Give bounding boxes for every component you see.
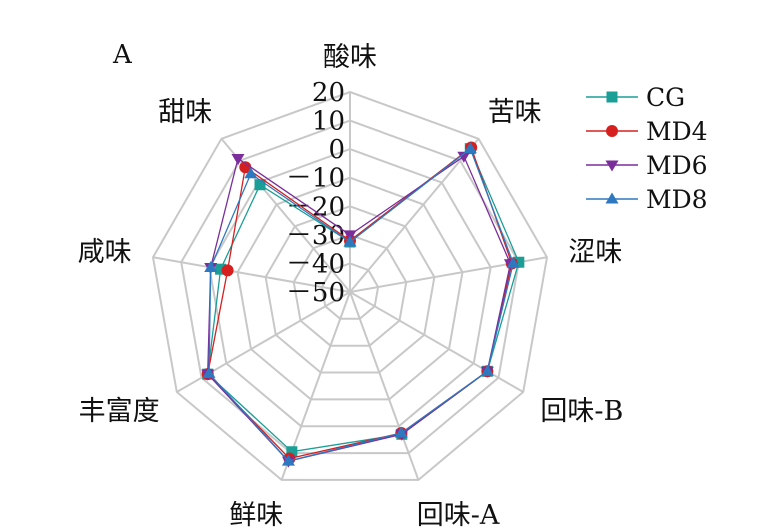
grid-spoke [152, 256, 351, 293]
tick-label: －50 [286, 278, 345, 308]
data-point [606, 125, 618, 137]
data-point [231, 153, 245, 165]
grid-ring [320, 262, 380, 320]
grid-spoke [349, 291, 524, 393]
radar-grid [151, 90, 549, 481]
series-line [207, 155, 512, 462]
series-line [207, 147, 520, 453]
data-point [254, 179, 266, 191]
radar-series [201, 141, 525, 468]
series-md4 [201, 141, 518, 465]
data-point [239, 161, 252, 174]
data-point [244, 167, 258, 179]
axis-label: 苦味 [488, 97, 542, 128]
data-point [215, 263, 227, 275]
legend-item-md4: MD4 [586, 117, 708, 146]
data-point [457, 151, 471, 163]
tick-label: －30 [286, 221, 345, 251]
legend-label: MD4 [646, 117, 708, 146]
legend-item-cg: CG [586, 83, 685, 112]
axis-label: 丰富度 [79, 396, 160, 427]
grid-ring [236, 176, 464, 401]
grid-ring [264, 205, 436, 374]
data-point [281, 454, 295, 466]
axis-label: 回味-B [540, 396, 623, 427]
tick-label: 0 [328, 135, 345, 165]
tick-label: －40 [286, 249, 345, 279]
axis-label: 鲜味 [229, 500, 283, 531]
data-point [606, 91, 618, 103]
axis-label: 涩味 [568, 237, 622, 268]
legend-label: CG [646, 83, 685, 112]
data-point [513, 256, 525, 268]
legend-label: MD6 [646, 151, 708, 180]
series-line [208, 147, 514, 462]
data-point [506, 256, 520, 268]
data-point [286, 446, 298, 458]
tick-label: 10 [312, 107, 345, 137]
axis-label: 甜味 [158, 97, 212, 128]
data-point [394, 426, 408, 438]
data-point [605, 160, 619, 172]
series-line [206, 146, 513, 460]
axis-label: 回味-A [417, 500, 500, 531]
grid-ring [180, 119, 520, 455]
data-point [343, 235, 357, 247]
tick-label: －10 [286, 164, 345, 194]
grid-ring [151, 90, 549, 481]
grid-spoke [349, 138, 480, 293]
data-point [605, 192, 619, 204]
data-point [204, 260, 218, 272]
data-point [480, 364, 494, 376]
legend-item-md6: MD6 [586, 151, 708, 180]
axis-label: 酸味 [323, 42, 377, 73]
grid-spoke [349, 291, 420, 481]
grid-ring [292, 233, 408, 347]
legend-item-md8: MD8 [586, 185, 708, 214]
legend-label: MD8 [646, 185, 708, 214]
panel-label: A [112, 40, 133, 70]
axis-label: 咸味 [78, 237, 132, 268]
grid-ring [208, 148, 492, 428]
tick-label: 20 [312, 78, 345, 108]
data-point [202, 366, 216, 378]
series-md8 [202, 142, 520, 466]
data-point [221, 264, 234, 277]
data-point [463, 142, 477, 154]
